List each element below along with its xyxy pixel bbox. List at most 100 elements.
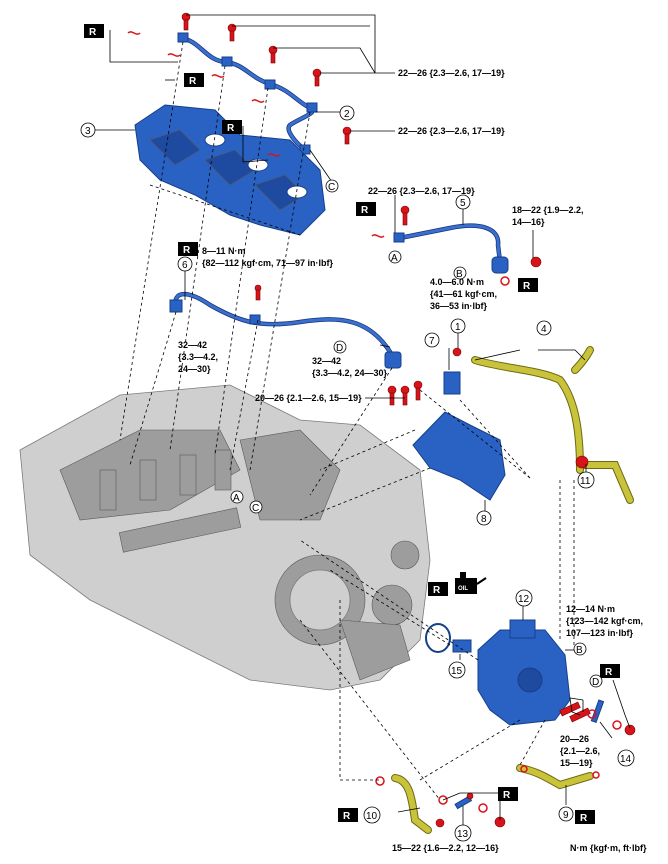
ref-d: D bbox=[589, 674, 603, 688]
svg-text:10: 10 bbox=[366, 811, 378, 822]
callout-6: 6 bbox=[177, 256, 193, 272]
replace-badge: R bbox=[428, 582, 448, 596]
torque-spec: 107—123 in·lbf} bbox=[566, 628, 634, 638]
bolt bbox=[452, 347, 462, 357]
callout-8: 8 bbox=[476, 510, 492, 526]
bolt bbox=[413, 380, 423, 401]
torque-spec: {82—112 kgf·cm, 71—97 in·lbf} bbox=[202, 258, 334, 268]
torque-spec: {3.3—4.2, bbox=[178, 352, 218, 362]
ref-a: A bbox=[230, 490, 244, 504]
torque-spec: 32—42 bbox=[178, 340, 207, 350]
svg-text:B: B bbox=[576, 645, 583, 656]
bolt bbox=[181, 12, 191, 31]
svg-text:C: C bbox=[328, 182, 335, 193]
hose-10 bbox=[392, 775, 431, 833]
svg-text:A: A bbox=[391, 253, 398, 264]
bolt bbox=[400, 205, 410, 226]
torque-spec: 36—53 in·lbf} bbox=[430, 301, 488, 311]
callout-11: 11 bbox=[577, 471, 595, 489]
svg-text:OIL: OIL bbox=[458, 586, 468, 592]
callout-1: 1 bbox=[450, 318, 466, 334]
bolt bbox=[387, 385, 397, 406]
bolt bbox=[624, 724, 636, 736]
svg-text:11: 11 bbox=[580, 476, 591, 487]
callout-12: 12 bbox=[515, 589, 533, 607]
torque-spec: 32—42 bbox=[312, 356, 341, 366]
bolt bbox=[268, 45, 278, 64]
svg-text:B: B bbox=[456, 269, 463, 280]
torque-spec: 15—22 {1.6—2.2, 12—16} bbox=[392, 843, 499, 853]
svg-text:2: 2 bbox=[344, 109, 350, 120]
svg-text:14: 14 bbox=[620, 754, 632, 765]
replace-badge: R bbox=[178, 242, 198, 256]
ref-c: C bbox=[325, 179, 339, 193]
torque-spec: 22—26 {2.3—2.6, 17—19} bbox=[368, 186, 475, 196]
torque-spec: {2.1—2.6, bbox=[560, 746, 600, 756]
torque-spec: {123—142 kgf·cm, bbox=[566, 616, 643, 626]
torque-specifications: 22—26 {2.3—2.6, 17—19} 22—26 {2.3—2.6, 1… bbox=[178, 68, 647, 853]
fuel-pipe-6 bbox=[169, 291, 402, 369]
svg-text:R: R bbox=[605, 667, 613, 678]
torque-spec: 12—14 N·m bbox=[566, 604, 615, 614]
svg-text:C: C bbox=[252, 503, 259, 514]
torque-spec: 20—26 {2.1—2.6, 15—19} bbox=[255, 393, 362, 403]
fuel-pipe-5 bbox=[393, 223, 509, 274]
torque-spec: 22—26 {2.3—2.6, 17—19} bbox=[398, 68, 505, 78]
svg-text:R: R bbox=[433, 585, 441, 596]
fitting-15 bbox=[452, 639, 472, 653]
svg-text:1: 1 bbox=[455, 322, 461, 333]
svg-text:R: R bbox=[343, 811, 351, 822]
svg-text:3: 3 bbox=[85, 126, 91, 137]
torque-spec: 20—26 bbox=[560, 734, 589, 744]
replace-badge: R bbox=[498, 787, 518, 801]
bolts bbox=[181, 12, 636, 828]
ref-c: C bbox=[249, 500, 263, 514]
svg-text:15: 15 bbox=[451, 666, 463, 677]
callout-3: 3 bbox=[80, 122, 96, 138]
banjo-bolt-13 bbox=[454, 792, 474, 810]
svg-text:R: R bbox=[189, 76, 197, 87]
bolt bbox=[559, 701, 581, 717]
engine-assembly bbox=[19, 384, 431, 691]
svg-text:R: R bbox=[580, 813, 588, 824]
replace-badge: R bbox=[184, 73, 204, 87]
svg-text:D: D bbox=[336, 343, 343, 354]
svg-text:9: 9 bbox=[563, 810, 569, 821]
svg-text:D: D bbox=[592, 677, 599, 688]
callout-7: 7 bbox=[424, 332, 440, 348]
callout-4: 4 bbox=[536, 320, 552, 336]
o-ring bbox=[425, 623, 451, 653]
torque-spec: {41—61 kgf·cm, bbox=[430, 289, 497, 299]
torque-spec: 4.0—6.0 N·m bbox=[430, 277, 484, 287]
svg-text:A: A bbox=[233, 493, 240, 504]
bolt bbox=[254, 284, 262, 301]
replace-badge: R bbox=[338, 808, 358, 822]
svg-text:R: R bbox=[523, 281, 531, 292]
bolt bbox=[342, 126, 352, 145]
svg-text:5: 5 bbox=[460, 198, 466, 209]
replaceable-clips bbox=[127, 31, 622, 813]
svg-text:12: 12 bbox=[518, 594, 530, 605]
callout-15: 15 bbox=[448, 661, 466, 679]
svg-text:6: 6 bbox=[182, 260, 188, 271]
injector-cover bbox=[134, 104, 326, 236]
svg-text:R: R bbox=[503, 790, 511, 801]
svg-text:R: R bbox=[227, 123, 235, 134]
ref-b: B bbox=[453, 266, 467, 280]
replace-badge: R bbox=[575, 810, 595, 824]
bolt bbox=[312, 68, 322, 87]
torque-spec: 8—11 N·m bbox=[202, 246, 246, 256]
leader-lines bbox=[95, 14, 631, 826]
bolt bbox=[435, 818, 445, 828]
banjo-bolt-14 bbox=[590, 699, 605, 724]
ref-b: B bbox=[573, 642, 587, 656]
svg-text:R: R bbox=[183, 245, 191, 256]
svg-text:8: 8 bbox=[481, 514, 487, 525]
torque-spec: 22—26 {2.3—2.6, 17—19} bbox=[398, 126, 505, 136]
ref-d: D bbox=[333, 340, 347, 354]
callout-10: 10 bbox=[363, 806, 381, 824]
callout-14: 14 bbox=[617, 749, 635, 767]
replace-marks: R R R R R R R R R R R bbox=[84, 24, 620, 824]
